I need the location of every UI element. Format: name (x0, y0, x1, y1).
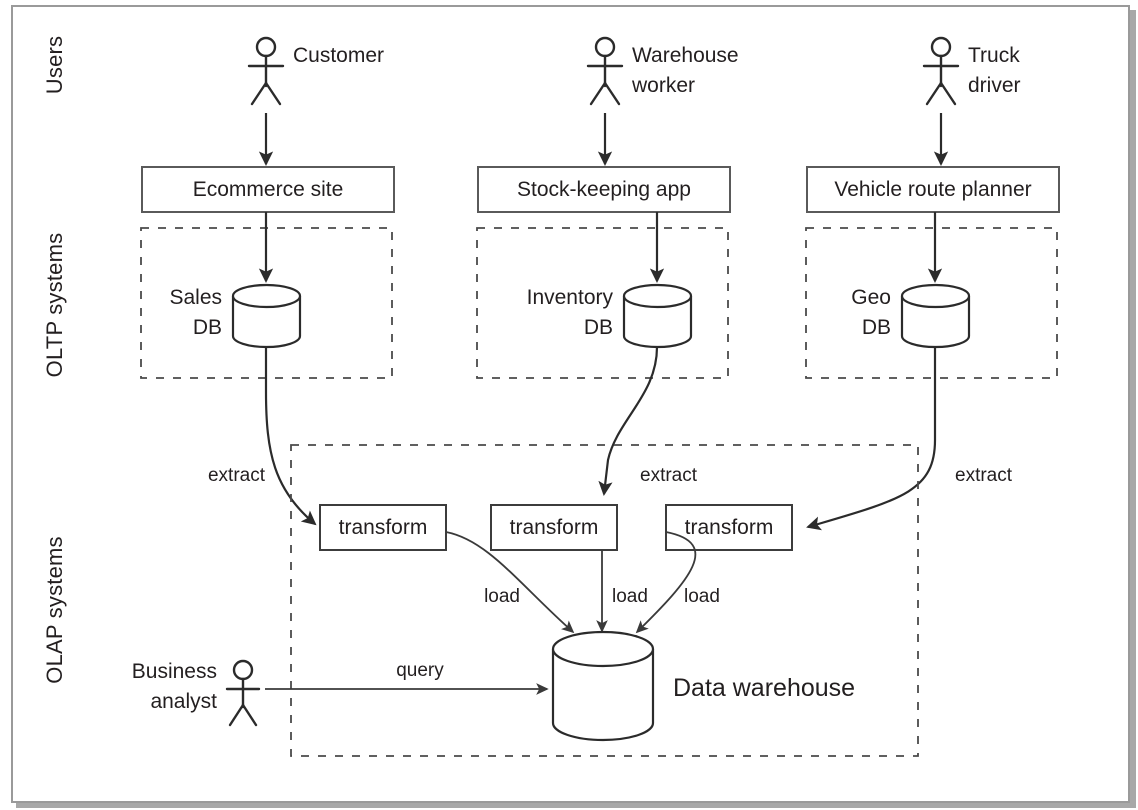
transform-box-1 (319, 504, 447, 551)
actor-customer: Customer (247, 36, 384, 106)
transform-box-2 (490, 504, 618, 551)
actor-warehouse-worker-label-2: worker (631, 74, 695, 97)
transform-box-3 (665, 504, 793, 551)
flow-load-1 (445, 531, 575, 634)
database-sales-db-label-1: Sales (169, 286, 222, 309)
edge-label-extract-3: extract (955, 465, 1013, 486)
oltp-group-stockkeeping-boundary (476, 227, 729, 379)
database-inventory-db-label-2: DB (584, 316, 613, 339)
actor-truck-driver-label-2: driver (968, 74, 1021, 97)
database-data-warehouse: Data warehouse (551, 630, 855, 742)
oltp-group-vehicleroute-boundary (805, 227, 1058, 379)
transform-box-1-label: transform (339, 516, 428, 539)
transform-box-3-label: transform (685, 516, 774, 539)
system-box-stockkeeping-label: Stock-keeping app (517, 178, 691, 201)
row-label-oltp: OLTP systems (42, 233, 67, 378)
actor-business-analyst-label-2: analyst (150, 690, 217, 713)
system-box-stockkeeping (477, 166, 731, 213)
flow-load-3 (635, 531, 697, 634)
row-label-olap-text: OLAP systems (42, 536, 67, 683)
row-label-olap: OLAP systems (42, 536, 67, 683)
system-box-vehicleroute-label: Vehicle route planner (834, 178, 1031, 201)
edge-label-extract-1: extract (208, 465, 266, 486)
outer-frame (11, 5, 1136, 808)
system-box-ecommerce-label: Ecommerce site (193, 178, 344, 201)
actor-customer-label: Customer (293, 44, 384, 67)
system-box-ecommerce (141, 166, 395, 213)
system-box-vehicleroute (806, 166, 1060, 213)
actor-warehouse-worker-label-1: Warehouse (632, 44, 739, 67)
edge-label-query: query (396, 660, 444, 681)
database-sales-db: Sales DB (169, 283, 302, 349)
edge-label-extract-2: extract (640, 465, 698, 486)
flow-extract-sales (264, 347, 317, 526)
row-label-oltp-text: OLTP systems (42, 233, 67, 378)
actor-truck-driver-label-1: Truck (968, 44, 1020, 67)
edge-label-load-2: load (612, 586, 648, 607)
row-label-users: Users (42, 36, 67, 94)
database-geo-db-label-2: DB (862, 316, 891, 339)
database-geo-db-label-1: Geo (851, 286, 891, 309)
data-warehouse-label: Data warehouse (673, 674, 855, 702)
actor-warehouse-worker: Warehouse worker (586, 36, 739, 106)
database-inventory-db-label-1: Inventory (527, 286, 614, 309)
actor-truck-driver: Truck driver (922, 36, 1021, 106)
flow-extract-inventory (598, 346, 659, 496)
edge-label-load-3: load (684, 586, 720, 607)
flow-extract-geo (806, 347, 937, 531)
olap-group-boundary (290, 444, 919, 757)
database-geo-db: Geo DB (851, 283, 971, 349)
database-inventory-db: Inventory DB (527, 283, 693, 349)
transform-box-2-label: transform (510, 516, 599, 539)
actor-business-analyst: Business analyst (132, 659, 261, 727)
actor-business-analyst-label-1: Business (132, 660, 217, 683)
row-label-users-text: Users (42, 36, 67, 94)
database-sales-db-label-2: DB (193, 316, 222, 339)
edge-label-load-1: load (484, 586, 520, 607)
